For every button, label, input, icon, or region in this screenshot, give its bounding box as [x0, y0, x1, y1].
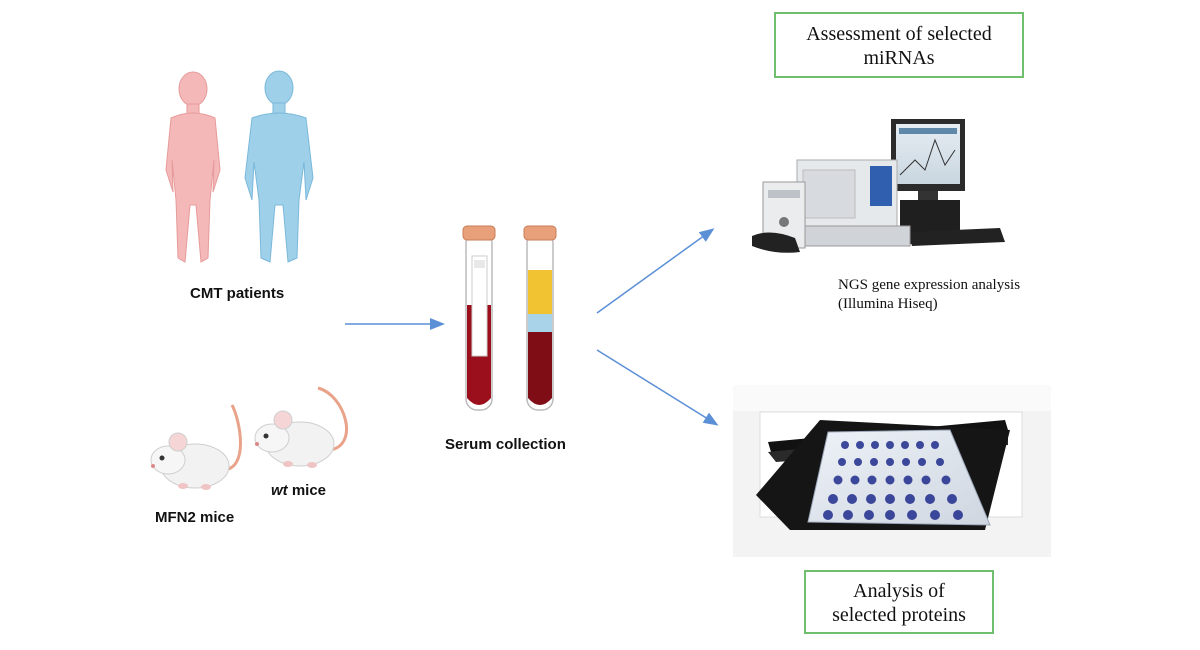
- serum-collection-label: Serum collection: [445, 436, 566, 453]
- ngs-label-line2: (Illumina Hiseq): [838, 296, 938, 312]
- ngs-analysis-label: NGS gene expression analysis (Illumina H…: [838, 276, 1020, 314]
- arrow-to-protein: [596, 349, 719, 426]
- protein-box-line2: selected proteins: [832, 604, 966, 626]
- wt-mouse-icon: [254, 386, 348, 468]
- wt-mice-rest-text: mice: [287, 482, 327, 499]
- wt-mice-label: wt mice: [271, 482, 326, 499]
- mirna-box-line2: miRNAs: [863, 47, 935, 69]
- mirna-assessment-box: Assessment of selected miRNAs: [774, 12, 1024, 78]
- mirna-box-line1: Assessment of selected: [806, 23, 992, 45]
- arrow-to-ngs: [596, 228, 715, 314]
- female-human-icon: [165, 71, 221, 263]
- blood-tube-1-icon: [462, 225, 496, 411]
- mfn2-mice-label: MFN2 mice: [155, 509, 235, 526]
- protein-analysis-box: Analysis of selected proteins: [804, 570, 994, 634]
- plate-reader-image: [733, 385, 1051, 557]
- blood-tube-2-icon: [523, 225, 557, 411]
- male-human-icon: [244, 70, 314, 263]
- wt-italic-text: wt: [271, 482, 288, 499]
- ngs-label-line1: NGS gene expression analysis: [838, 277, 1021, 293]
- ngs-sequencer-image: [752, 119, 1005, 253]
- cmt-patients-label: CMT patients: [190, 285, 285, 302]
- protein-box-line1: Analysis of: [853, 580, 945, 602]
- mfn2-mouse-icon: [150, 404, 242, 490]
